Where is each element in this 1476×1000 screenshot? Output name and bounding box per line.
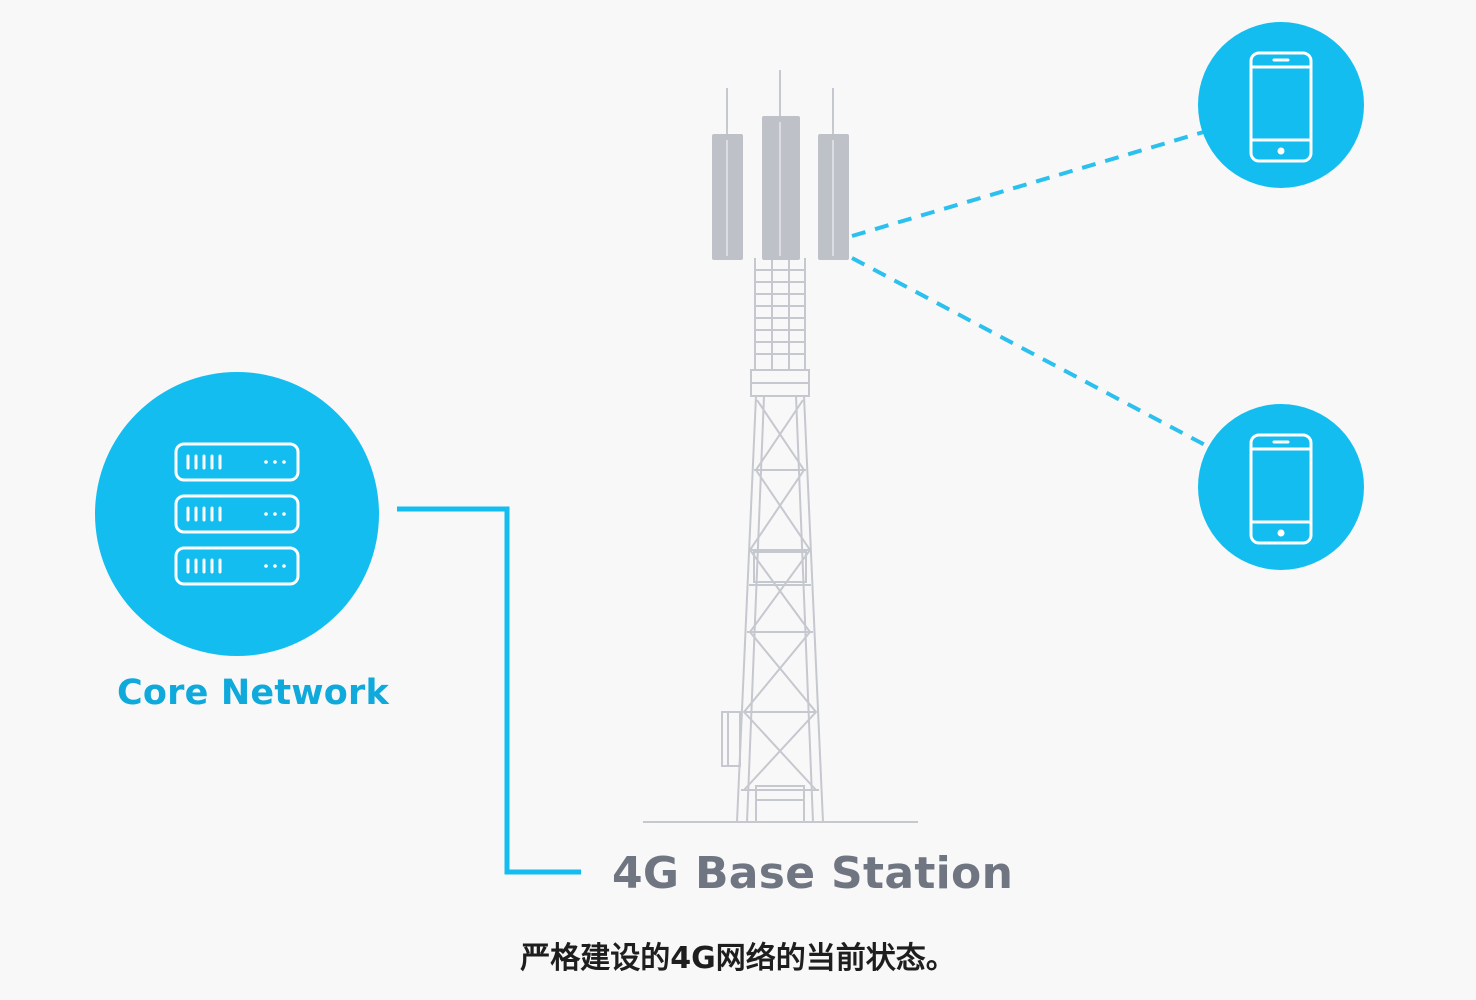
wireless-link-bottom: [851, 256, 1208, 448]
device-node-top: [1198, 22, 1364, 188]
diagram-caption: 严格建设的4G网络的当前状态。: [520, 941, 956, 976]
core-network-label: Core Network: [117, 673, 389, 713]
server-stack-icon: [174, 442, 300, 586]
cell-tower-icon: [643, 70, 918, 823]
base-station-label: 4G Base Station: [612, 848, 1014, 899]
core-network-node: [95, 372, 379, 656]
smartphone-icon: [1249, 51, 1313, 163]
device-node-bottom: [1198, 404, 1364, 570]
wireless-link-top: [851, 129, 1208, 238]
core-to-station-connector: [397, 506, 581, 875]
smartphone-icon: [1249, 433, 1313, 545]
